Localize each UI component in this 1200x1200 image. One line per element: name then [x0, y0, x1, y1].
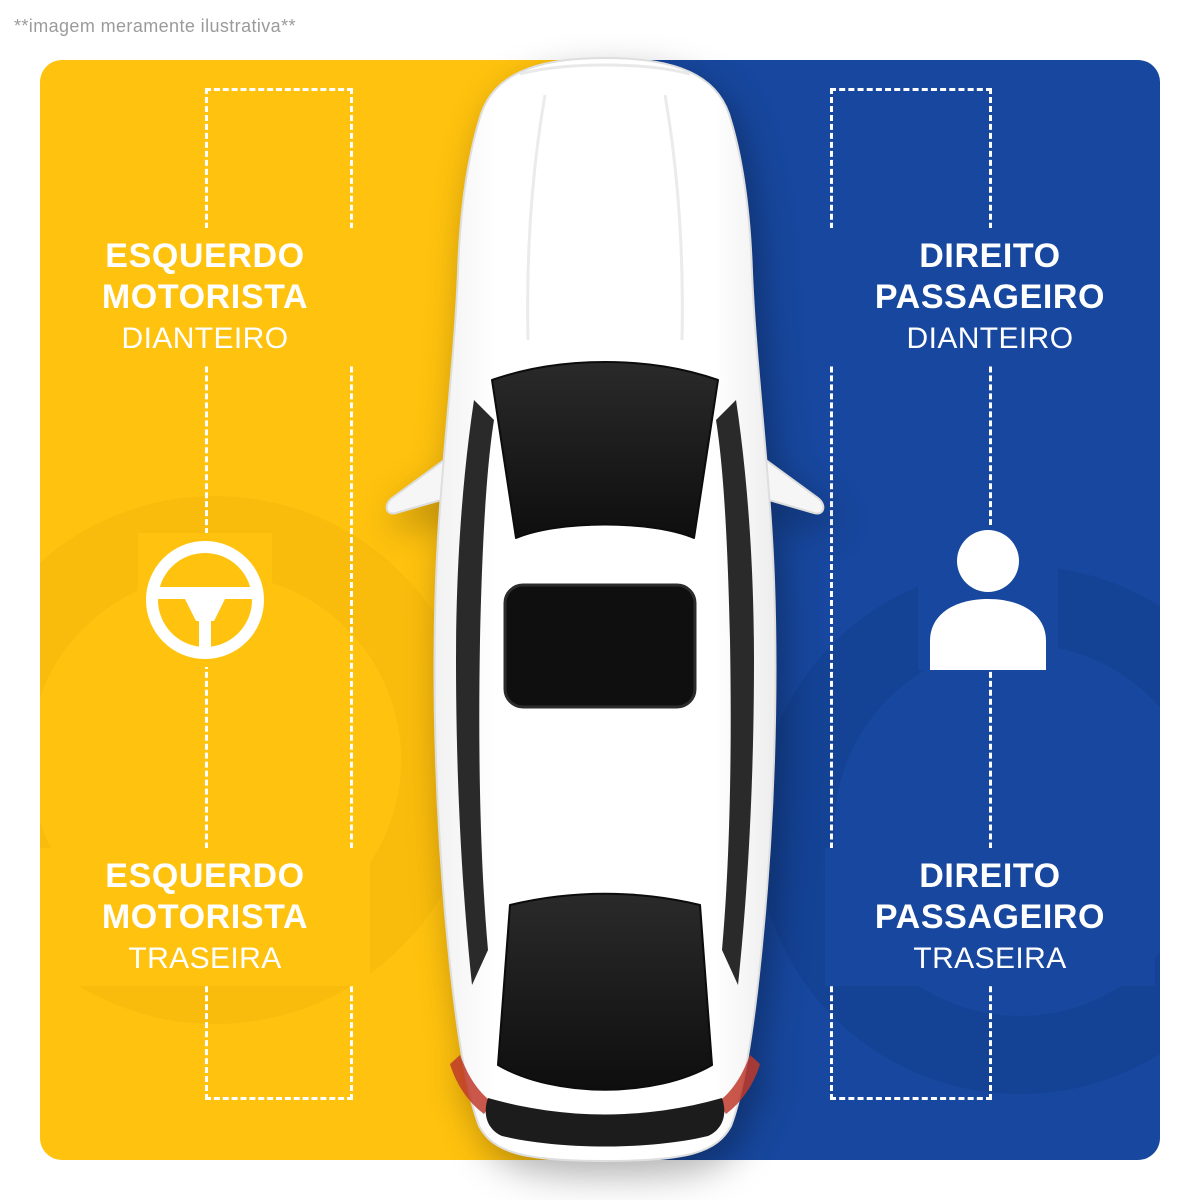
right-front-label: DIREITO PASSAGEIRO DIANTEIRO [825, 228, 1155, 366]
car-right-side-glass [716, 400, 754, 985]
left-rear-line2: MOTORISTA [101, 898, 309, 937]
left-front-line1: ESQUERDO [105, 237, 305, 275]
car-right-mirror [760, 458, 825, 515]
right-front-line2: PASSAGEIRO [874, 278, 1106, 317]
left-rear-label: ESQUERDO MOTORISTA TRASEIRA [40, 848, 370, 986]
left-rear-line1: ESQUERDO [105, 857, 305, 895]
car-left-mirror [385, 458, 450, 515]
right-front-line3: DIANTEIRO [906, 321, 1074, 355]
car-rear-window [497, 892, 713, 1091]
car-right-taillight [718, 1055, 760, 1114]
right-rear-label: DIREITO PASSAGEIRO TRASEIRA [825, 848, 1155, 986]
right-rear-line2: PASSAGEIRO [874, 898, 1106, 937]
disclaimer-text: **imagem meramente ilustrativa** [14, 16, 296, 36]
right-rear-line1: DIREITO [919, 857, 1061, 895]
car-left-taillight [450, 1055, 492, 1114]
car-windshield [491, 361, 719, 539]
left-front-label: ESQUERDO MOTORISTA DIANTEIRO [40, 228, 370, 366]
left-rear-line3: TRASEIRA [128, 941, 282, 975]
right-rear-line3: TRASEIRA [913, 941, 1067, 975]
left-front-line3: DIANTEIRO [121, 321, 289, 355]
left-front-line2: MOTORISTA [101, 278, 309, 317]
car-left-side-glass [456, 400, 494, 985]
car-top-view [385, 56, 825, 1163]
person-icon [918, 525, 1058, 670]
steering-wheel-icon [138, 533, 272, 667]
right-front-line1: DIREITO [919, 237, 1061, 275]
car-sunroof [503, 583, 697, 709]
car-rear-bumper [485, 1098, 725, 1147]
